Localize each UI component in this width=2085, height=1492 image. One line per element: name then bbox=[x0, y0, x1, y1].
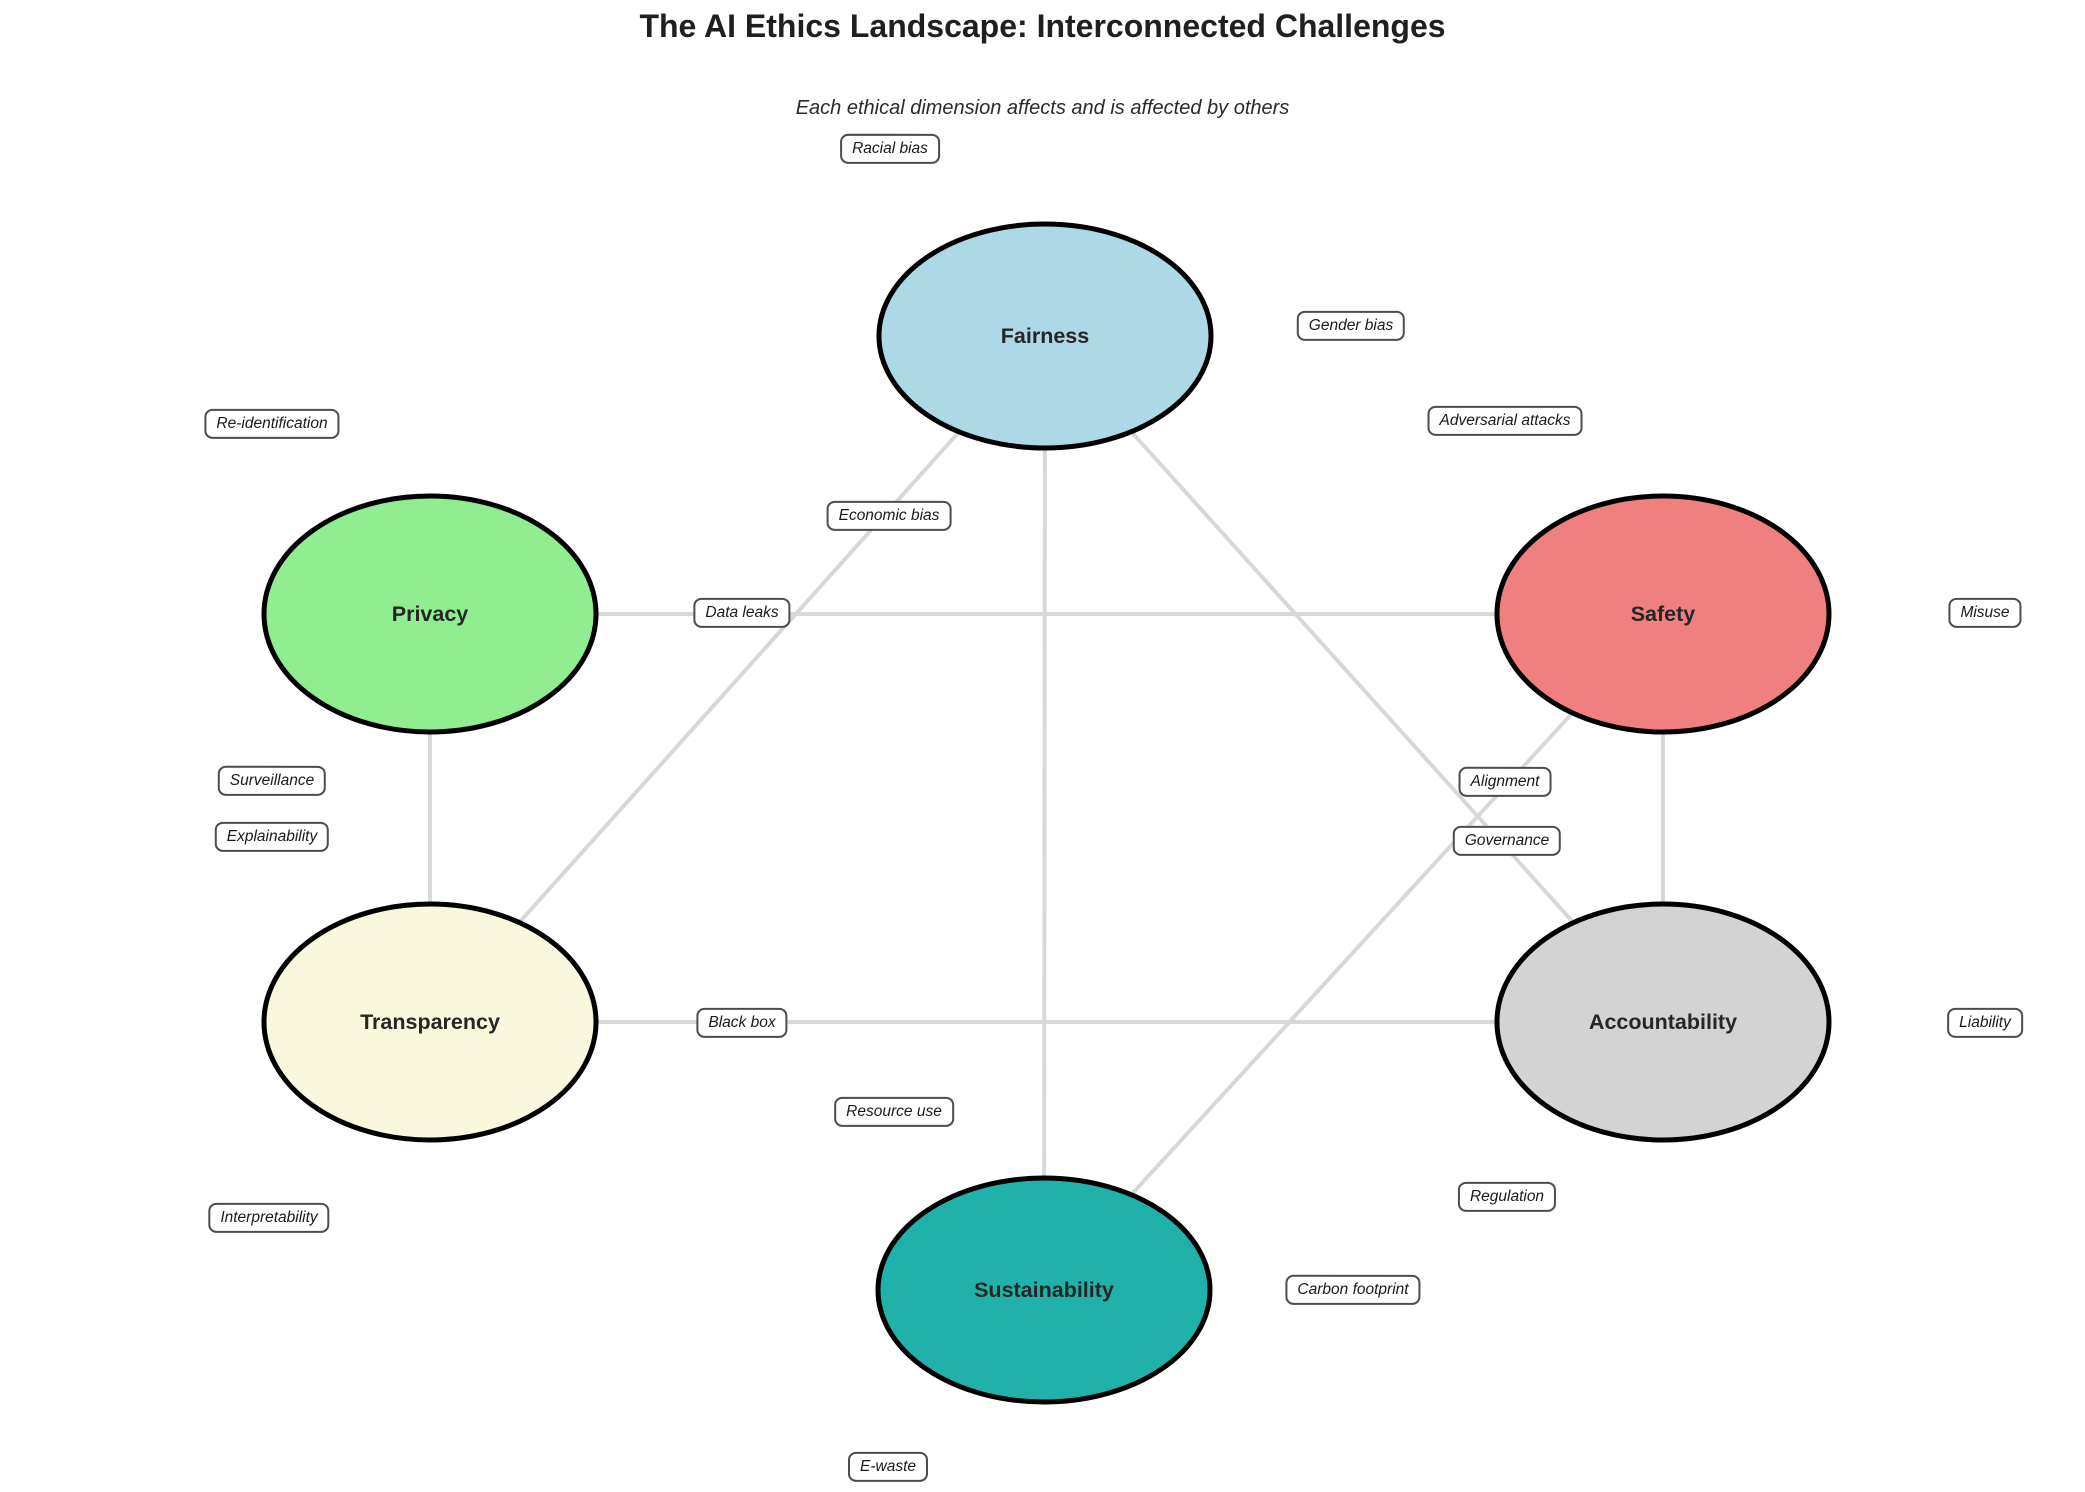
annotation-box: Liability bbox=[1947, 1007, 2023, 1039]
node-accountability-label: Accountability bbox=[1589, 1010, 1737, 1034]
node-fairness: Fairness bbox=[876, 221, 1214, 451]
node-accountability: Accountability bbox=[1494, 901, 1832, 1143]
annotation-box: Racial bias bbox=[840, 133, 940, 165]
annotation-box: Misuse bbox=[1948, 597, 2022, 629]
edge-fairness-accountability bbox=[1043, 334, 1665, 1024]
node-fairness-ellipse bbox=[876, 221, 1214, 451]
annotation-box: Black box bbox=[696, 1007, 788, 1039]
page-subtitle: Each ethical dimension affects and is af… bbox=[795, 97, 1290, 119]
node-transparency-ellipse bbox=[261, 901, 599, 1143]
node-privacy: Privacy bbox=[261, 493, 599, 735]
annotation-box: Gender bias bbox=[1296, 310, 1406, 342]
annotation-box: Resource use bbox=[834, 1096, 954, 1128]
edge-fairness-transparency bbox=[428, 334, 1047, 1024]
annotation-box: Economic bias bbox=[826, 500, 952, 532]
annotation-box: Interpretability bbox=[208, 1202, 330, 1234]
node-safety: Safety bbox=[1494, 493, 1832, 735]
node-privacy-label: Privacy bbox=[392, 602, 469, 626]
node-safety-ellipse bbox=[1494, 493, 1832, 735]
annotation-box: Regulation bbox=[1457, 1181, 1557, 1213]
node-accountability-ellipse bbox=[1494, 901, 1832, 1143]
annotation-box: Governance bbox=[1452, 825, 1562, 857]
annotation-box: Carbon footprint bbox=[1285, 1274, 1421, 1306]
edge-fairness-sustainability bbox=[1042, 335, 1047, 1291]
node-sustainability-ellipse bbox=[875, 1175, 1213, 1405]
node-sustainability: Sustainability bbox=[875, 1175, 1213, 1405]
node-transparency-label: Transparency bbox=[360, 1010, 500, 1034]
annotation-box: Data leaks bbox=[693, 597, 791, 629]
annotation-box: Surveillance bbox=[217, 765, 327, 797]
node-sustainability-label: Sustainability bbox=[974, 1278, 1114, 1302]
annotation-box: Alignment bbox=[1458, 766, 1552, 798]
node-privacy-ellipse bbox=[261, 493, 599, 735]
node-fairness-label: Fairness bbox=[1001, 324, 1089, 348]
edge-sustainability-safety bbox=[1042, 612, 1665, 1292]
annotation-box: Re-identification bbox=[204, 408, 340, 440]
node-transparency: Transparency bbox=[261, 901, 599, 1143]
node-safety-label: Safety bbox=[1631, 602, 1696, 626]
page-title: The AI Ethics Landscape: Interconnected … bbox=[639, 8, 1446, 44]
annotation-box: E-waste bbox=[848, 1451, 928, 1483]
annotation-box: Adversarial attacks bbox=[1427, 405, 1583, 437]
annotation-box: Explainability bbox=[214, 821, 330, 853]
